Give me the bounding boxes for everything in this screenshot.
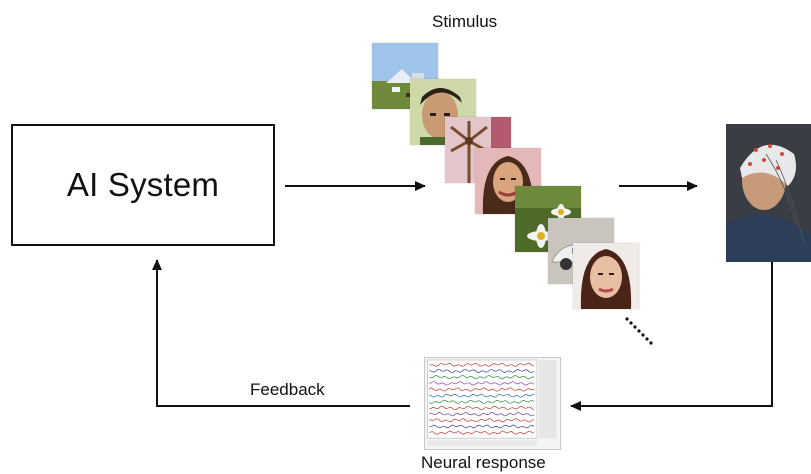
ai-system-box: AI System bbox=[11, 124, 275, 246]
eeg-trace bbox=[429, 387, 535, 392]
eeg-trace bbox=[429, 368, 535, 374]
neural-response-label: Neural response bbox=[421, 453, 546, 472]
arrow-feedback bbox=[152, 259, 410, 407]
stimulus-title: Stimulus bbox=[432, 12, 498, 31]
eeg-trace bbox=[429, 418, 535, 423]
ai-system-label: AI System bbox=[66, 166, 220, 203]
feedback-label: Feedback bbox=[250, 380, 325, 399]
neural-response-eeg-image bbox=[424, 357, 561, 450]
eeg-trace bbox=[429, 374, 535, 380]
arrow-subject-to-response bbox=[570, 262, 773, 411]
eeg-trace bbox=[429, 405, 535, 411]
eeg-trace bbox=[429, 411, 535, 417]
eeg-side-panel bbox=[538, 359, 557, 439]
more-stimuli-ellipsis bbox=[625, 317, 653, 345]
eeg-trace bbox=[429, 424, 535, 429]
eeg-trace bbox=[429, 430, 535, 435]
eeg-trace bbox=[429, 362, 535, 367]
eeg-trace bbox=[429, 393, 535, 398]
stimulus-image-face-woman-2 bbox=[573, 243, 639, 309]
eeg-time-axis bbox=[427, 440, 538, 447]
eeg-trace bbox=[429, 399, 535, 404]
eeg-plot-area bbox=[426, 359, 538, 439]
subject-eeg-cap-image bbox=[726, 124, 811, 262]
eeg-trace bbox=[429, 381, 535, 386]
